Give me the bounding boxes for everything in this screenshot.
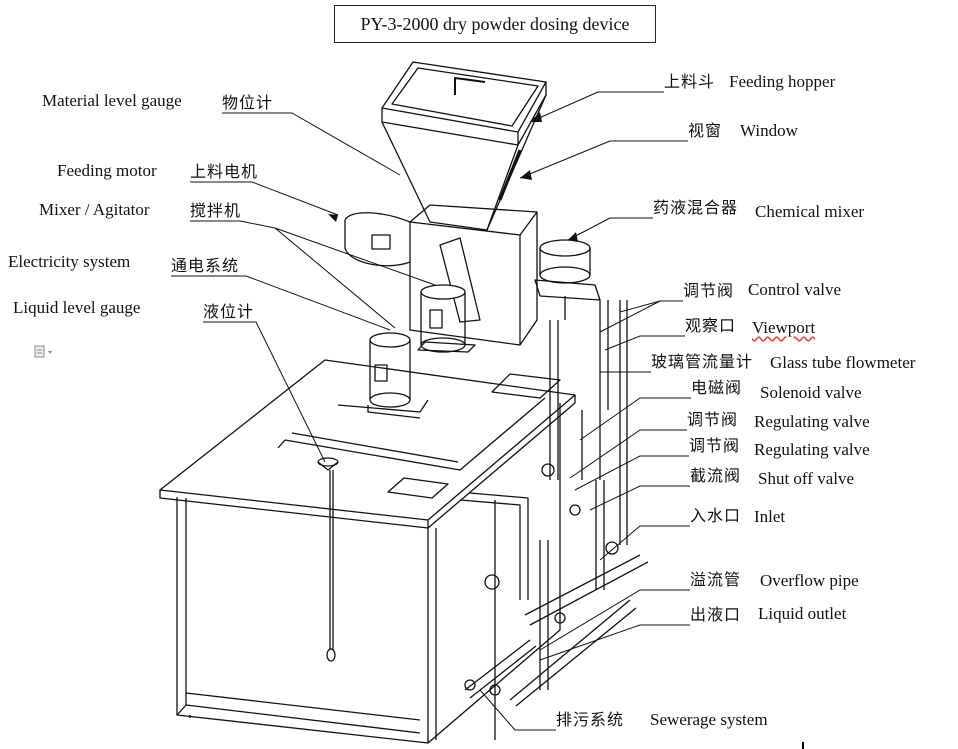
label-inlet-zh: 入水口 (690, 506, 742, 525)
label-feeding-motor-zh: 上料电机 (190, 162, 259, 181)
label-window-zh: 视窗 (688, 121, 723, 140)
label-glass-tube-flowmeter-zh: 玻璃管流量计 (651, 352, 754, 371)
label-control-valve-zh: 调节阀 (683, 281, 735, 300)
label-shut-off-valve-zh: 截流阀 (690, 466, 742, 485)
label-electricity-system-en: Electricity system (8, 252, 131, 271)
leader-lines (171, 91, 691, 731)
label-feeding-motor-en: Feeding motor (57, 161, 157, 180)
label-sewerage-system-en: Sewerage system (650, 710, 768, 729)
feeding-hopper (381, 61, 547, 231)
tank-table-top (159, 359, 576, 529)
chemical-mixer (534, 239, 601, 320)
label-glass-tube-flowmeter-en: Glass tube flowmeter (770, 353, 916, 372)
feeder-housing (344, 204, 538, 346)
label-electricity-system-zh: 通电系统 (171, 256, 240, 275)
leader-arrowheads (328, 112, 578, 242)
label-viewport-en: Viewport (752, 318, 816, 337)
label-mixer-agitator-zh: 搅拌机 (190, 201, 242, 220)
label-regulating-valve-1-en: Regulating valve (754, 412, 870, 431)
label-liquid-outlet-zh: 出液口 (690, 605, 742, 624)
label-regulating-valve-2-zh: 调节阀 (689, 436, 741, 455)
label-mixer-agitator-en: Mixer / Agitator (39, 200, 150, 219)
tank-body (176, 403, 561, 744)
diagram-title: PY-3-2000 dry powder dosing device (334, 5, 656, 43)
label-regulating-valve-2-en: Regulating valve (754, 440, 870, 459)
label-liquid-level-gauge-zh: 液位计 (203, 302, 255, 321)
liquid-level-gauge (317, 457, 339, 662)
label-regulating-valve-1-zh: 调节阀 (687, 410, 739, 429)
doc-dropdown-icon[interactable] (34, 345, 56, 359)
label-viewport-zh: 观察口 (685, 316, 737, 335)
label-chemical-mixer-en: Chemical mixer (755, 202, 865, 221)
label-liquid-outlet-en: Liquid outlet (758, 604, 847, 623)
label-sewerage-system-zh: 排污系统 (556, 710, 625, 729)
label-inlet-en: Inlet (754, 507, 786, 526)
label-solenoid-valve-en: Solenoid valve (760, 383, 862, 402)
piping (459, 300, 649, 740)
label-control-valve-en: Control valve (748, 280, 842, 299)
label-material-level-gauge-en: Material level gauge (42, 91, 182, 110)
table-rails (277, 397, 546, 471)
label-chemical-mixer-zh: 药液混合器 (653, 198, 739, 217)
label-feeding-hopper-zh: 上料斗 (664, 72, 716, 91)
label-overflow-pipe-zh: 溢流管 (690, 570, 742, 589)
label-solenoid-valve-zh: 电磁阀 (691, 378, 743, 397)
lid-1 (491, 373, 561, 399)
label-feeding-hopper-en: Feeding hopper (729, 72, 836, 91)
agitator-motor-2 (337, 332, 429, 419)
agitator-motor-1 (417, 284, 476, 353)
label-shut-off-valve-en: Shut off valve (758, 469, 855, 488)
label-window-en: Window (740, 121, 798, 140)
lid-2 (387, 477, 449, 499)
label-liquid-level-gauge-en: Liquid level gauge (13, 298, 141, 317)
label-overflow-pipe-en: Overflow pipe (760, 571, 859, 590)
label-material-level-gauge-zh: 物位计 (222, 93, 274, 112)
